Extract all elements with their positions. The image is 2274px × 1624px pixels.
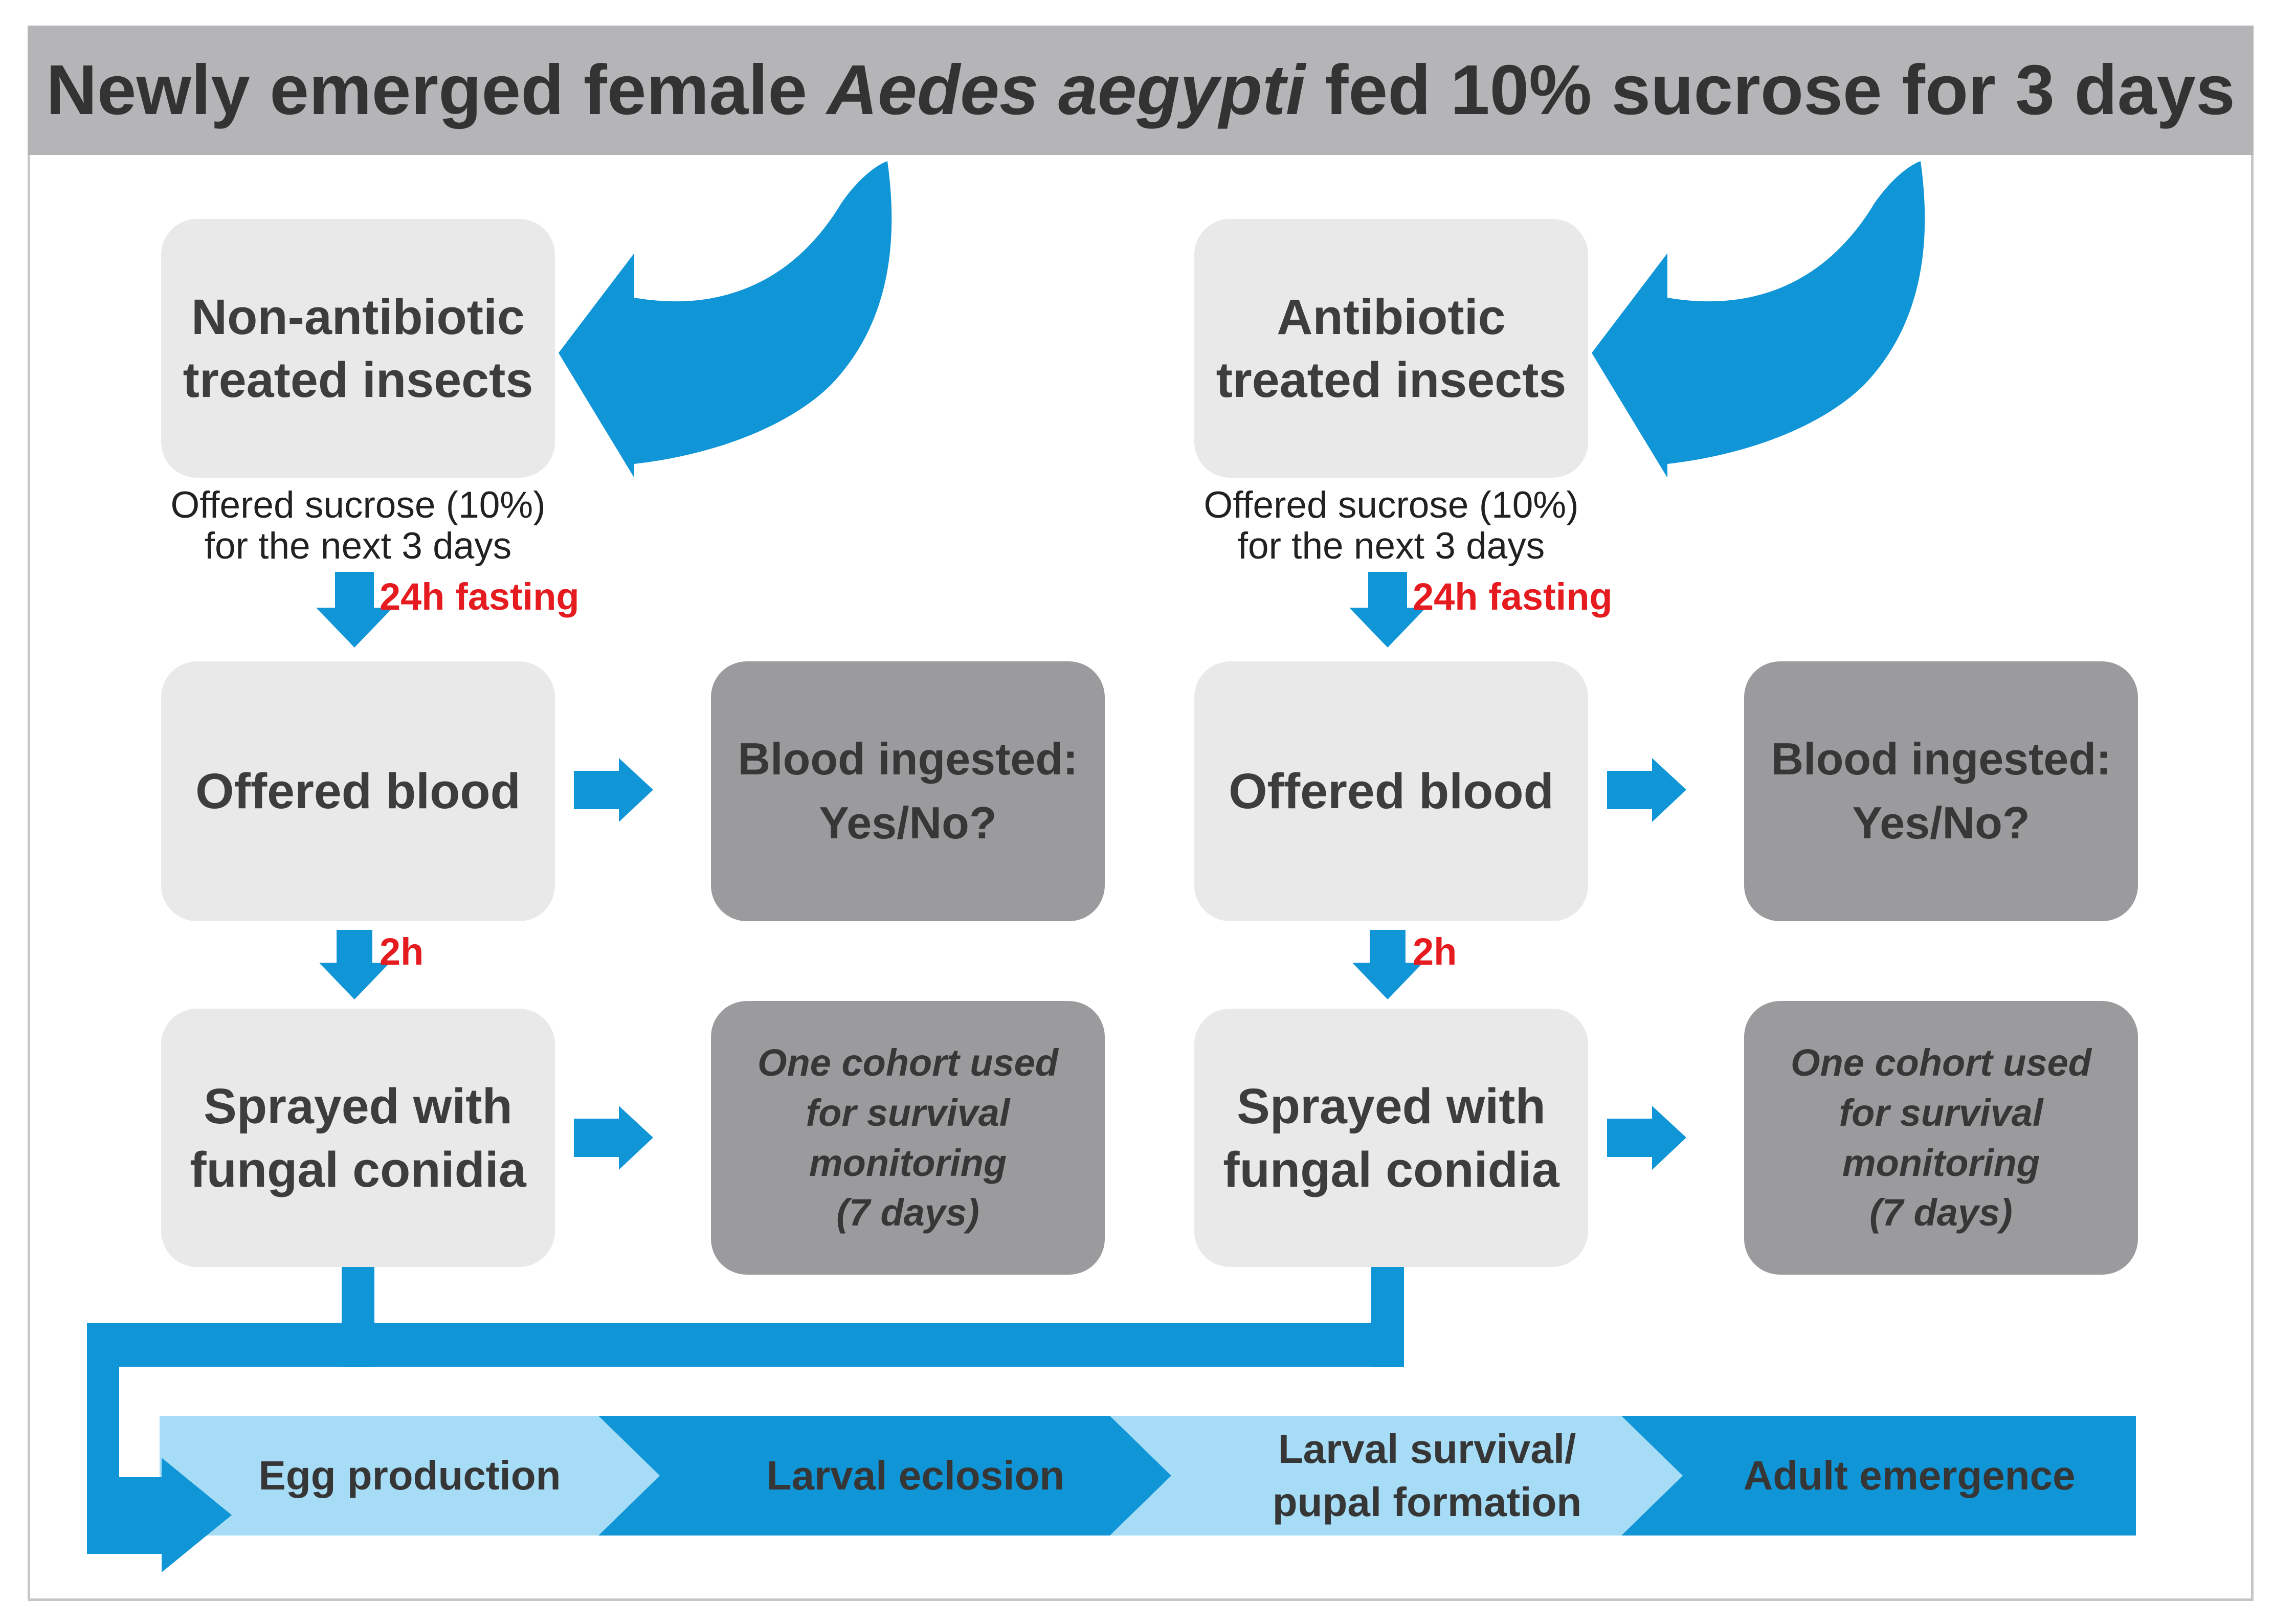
box-label-line: monitoring [1842, 1141, 2040, 1184]
title-banner: Newly emerged female Aedes aegypti fed 1… [28, 26, 2254, 155]
box-label-line: Blood ingested: [738, 733, 1078, 785]
box-label-line: Sprayed with [1237, 1078, 1546, 1134]
pipeline-entry-arrow-icon [87, 1458, 232, 1572]
stage-larval-eclosion: Larval eclosion [598, 1416, 1171, 1536]
note-line: for the next 3 days [1237, 525, 1545, 567]
stage-label: Larval survival/ [1278, 1426, 1576, 1472]
antibiotic-box: Antibiotic treated insects [1194, 219, 1588, 478]
right-arrow-icon [1607, 758, 1686, 822]
wait-duration-label-right: 2h [1413, 930, 1457, 973]
box-label-line: Sprayed with [204, 1078, 512, 1134]
down-arrow-icon [319, 930, 390, 999]
box-label-line: (7 days) [836, 1191, 979, 1234]
box-label-line: for survival [1839, 1091, 2043, 1134]
stage-label: Egg production [258, 1453, 561, 1498]
blood-ingested-box-right: Blood ingested: Yes/No? [1744, 661, 2138, 921]
down-arrow-icon [1349, 572, 1426, 648]
right-arrow-icon [574, 758, 653, 822]
survival-cohort-box-left: One cohort used for survival monitoring … [711, 1001, 1105, 1275]
note-line: Offered sucrose (10%) [170, 484, 546, 526]
fasting-duration-label-left: 24h fasting [380, 575, 579, 618]
box-label-line: Blood ingested: [1771, 733, 2111, 785]
right-arrow-icon [574, 1106, 653, 1170]
box-label-line: monitoring [809, 1141, 1007, 1184]
title-text-suffix: fed 10% sucrose for 3 days [1305, 51, 2235, 129]
note-line: Offered sucrose (10%) [1203, 484, 1579, 526]
box-label-line: fungal conidia [190, 1141, 526, 1197]
sucrose-note-left: Offered sucrose (10%) for the next 3 day… [161, 485, 555, 566]
stage-larval-survival: Larval survival/ pupal formation [1110, 1416, 1683, 1536]
down-arrow-icon [1352, 930, 1423, 999]
curved-arrow-icon-right [1592, 161, 1925, 478]
box-label-line: Non-antibiotic [191, 288, 525, 345]
box-label-line: for survival [806, 1091, 1010, 1134]
wait-duration-label-left: 2h [380, 930, 424, 973]
sprayed-conidia-box-right: Sprayed with fungal conidia [1194, 1009, 1588, 1267]
non-antibiotic-box: Non-antibiotic treated insects [161, 219, 555, 478]
species-name-italic: Aedes aegypti [827, 51, 1306, 129]
box-label-line: fungal conidia [1223, 1141, 1559, 1197]
stage-adult-emergence: Adult emergence [1621, 1416, 2136, 1536]
stage-label: pupal formation [1272, 1479, 1582, 1525]
box-label-line: treated insects [183, 352, 533, 408]
offered-blood-box-right: Offered blood [1194, 661, 1588, 921]
box-label-line: (7 days) [1869, 1191, 2013, 1234]
right-arrow-icon [1607, 1106, 1686, 1170]
survival-cohort-box-right: One cohort used for survival monitoring … [1744, 1001, 2138, 1275]
offered-blood-box-left: Offered blood [161, 661, 555, 921]
connector-bar [87, 1323, 1404, 1367]
box-label-line: treated insects [1216, 352, 1567, 408]
box-label-line: Antibiotic [1277, 288, 1506, 345]
stage-egg-production: Egg production [160, 1416, 660, 1536]
box-label-line: Yes/No? [1852, 797, 2030, 848]
box-label-line: Yes/No? [819, 797, 997, 848]
box-label-line: Offered blood [195, 763, 521, 819]
stage-label: Larval eclosion [766, 1453, 1065, 1498]
box-label-line: One cohort used [1791, 1041, 2091, 1084]
note-line: for the next 3 days [204, 525, 512, 567]
sprayed-conidia-box-left: Sprayed with fungal conidia [161, 1009, 555, 1267]
fasting-duration-label-right: 24h fasting [1413, 575, 1613, 618]
sucrose-note-right: Offered sucrose (10%) for the next 3 day… [1194, 485, 1588, 566]
blood-ingested-box-left: Blood ingested: Yes/No? [711, 661, 1105, 921]
down-arrow-icon [316, 572, 393, 648]
title-text-prefix: Newly emerged female [46, 51, 827, 129]
figure-title: Newly emerged female Aedes aegypti fed 1… [46, 50, 2235, 131]
stage-label: Adult emergence [1743, 1453, 2076, 1498]
curved-arrow-icon-left [559, 161, 892, 478]
box-label-line: Offered blood [1229, 763, 1554, 819]
box-label-line: One cohort used [757, 1041, 1058, 1084]
